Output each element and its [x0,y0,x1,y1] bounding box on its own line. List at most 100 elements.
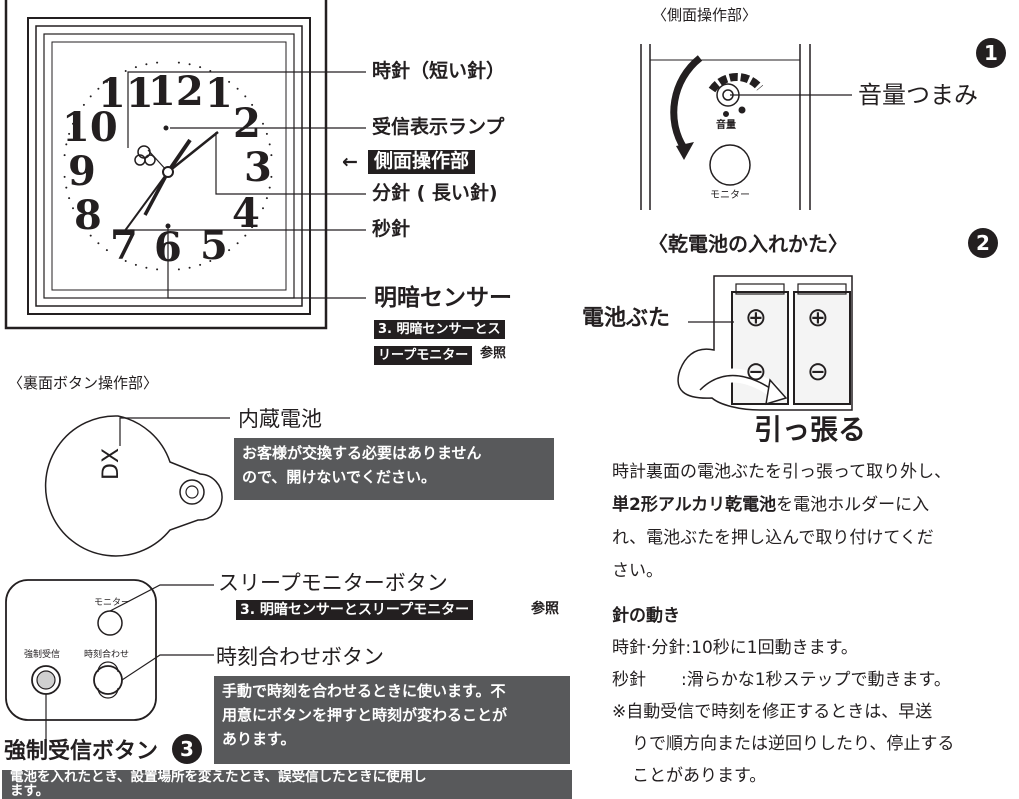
side-monitor-small-label: モニター [710,190,750,201]
volume-small-label: 音量 [716,120,736,131]
minute-dot [188,266,191,269]
badge-2: 2 [968,228,998,258]
minute-dot [251,226,254,229]
time-set-button-label: 時刻合わせボタン [216,645,384,669]
reception-lamp-label: 受信表示ランプ [372,116,505,138]
minute-dot [63,175,66,178]
minute-dot [188,63,191,66]
minute-dot [145,63,148,66]
side-ops-tag: 側面操作部 [368,150,476,174]
battery-instructions-4: さい。 [612,561,663,581]
hour-hand-label: 時針（短い針） [372,60,506,82]
minute-dot [105,80,108,83]
sleep-monitor-button-label: スリープモニターボタン [218,571,448,595]
internal-battery-note: お客様が交換する必要はありません ので、開けないでください。 [234,438,554,500]
volume-knob-label[interactable]: 音量つまみ [858,81,978,109]
hands-motion-line2: :滑らかな1秒ステップで動きます。 [681,670,951,690]
sleep-ref-tag: 3. 明暗センサーとスリープモニター [236,600,474,620]
minute-dot [65,143,68,146]
sensor-ref-tag-1: 3. 明暗センサーとス [374,320,505,339]
hands-motion-line2-label: 秒針 [612,670,646,690]
minute-dot [68,132,71,135]
dx-label: DX [99,447,124,480]
minute-dot [262,207,264,210]
sensor-ref-suffix: 参照 [480,346,507,361]
minute-dot [82,226,85,229]
minute-dot [177,61,180,64]
hands-motion-title: 針の動き [612,606,680,626]
badge-3: 3 [172,734,202,764]
clock-leaders [127,71,366,299]
minute-dot [270,175,273,178]
minute-dot [270,154,273,157]
minute-dot [97,242,100,245]
minute-dot [268,143,271,146]
battery-drawing [677,275,853,411]
minute-dot [244,95,247,98]
battery-instructions-2: 単2形アルカリ乾電池を電池ホルダーに入 [612,495,930,515]
pull-label: 引っ張る [754,413,867,446]
hands-motion-line1: 時針·分針:10秒に1回動きます。 [612,638,858,658]
side-panel-title: 〈側面操作部〉 [652,6,758,24]
numeral-11: 11 [98,70,154,117]
time-set-small-label: 時刻合わせ [84,650,130,660]
minute-dot [262,122,264,125]
minute-dot [65,186,68,189]
internal-battery-label: 内蔵電池 [238,407,322,431]
back-panel-title: 〈裏面ボタン操作部〉 [8,374,159,392]
minute-dot [89,234,92,237]
second-hand-label: 秒針 [372,218,411,240]
battery-title: 〈乾電池の入れかた〉 [648,232,848,256]
minus-icon: ⊖ [745,357,767,387]
plus-icon: ⊕ [745,303,767,333]
minute-dot [236,242,239,245]
minute-hand-label: 分針 ( 長い針) [372,182,498,204]
minute-dot [72,122,74,125]
force-receive-button[interactable] [32,666,60,694]
reception-lamp [163,125,169,131]
numeral-8: 8 [74,192,102,239]
sleep-monitor-button[interactable] [98,611,122,635]
hands-motion-note-2: りで順方向または逆回りしたり、停止する [632,734,955,754]
sensor-ref-tag-2: リープモニター [374,346,473,365]
minute-dot [134,66,137,69]
minute-dot [156,61,159,64]
back-monitor-small-label: モニター [94,598,131,608]
minute-dot [124,260,127,262]
minute-dot [268,186,271,189]
minute-dot [145,266,148,269]
minute-dot [265,197,268,200]
minute-dot [105,249,108,252]
hands-motion-note-1: ※自動受信で時刻を修正するときは、早送 [612,702,933,722]
minute-dot [63,154,66,157]
side-panel-drawing [640,44,852,210]
minute-dot [72,207,74,210]
minute-dot [97,87,100,90]
battery-lid-label: 電池ぶた [582,306,671,331]
minute-dot [199,66,202,69]
clock-frame [4,0,328,330]
minute-dot [82,103,85,106]
minute-dot [124,70,127,72]
numeral-9: 9 [68,148,96,195]
minute-dot [244,234,247,237]
hands-motion-note-3: ことがあります。 [632,766,767,786]
minute-dot [251,103,254,106]
minute-dot [156,268,159,271]
battery-instructions-1: 時計裏面の電池ぶたを引っ張って取り外し、 [612,462,952,482]
plus-icon: ⊕ [807,303,829,333]
numeral-1: 1 [205,70,233,117]
minute-dot [228,249,231,252]
numeral-2: 2 [233,100,261,147]
minute-dot [228,80,231,83]
side-ops-arrow-icon: ← [342,151,358,173]
sleep-ref-suffix: 参照 [531,601,559,617]
minute-dot [68,197,71,200]
numeral-3: 3 [244,144,272,191]
force-small-label: 強制受信 [24,650,61,660]
minute-dot [209,260,212,262]
minute-dot [199,263,202,266]
minute-dot [89,95,92,98]
minute-dot [134,263,137,266]
time-set-button[interactable] [94,666,122,694]
